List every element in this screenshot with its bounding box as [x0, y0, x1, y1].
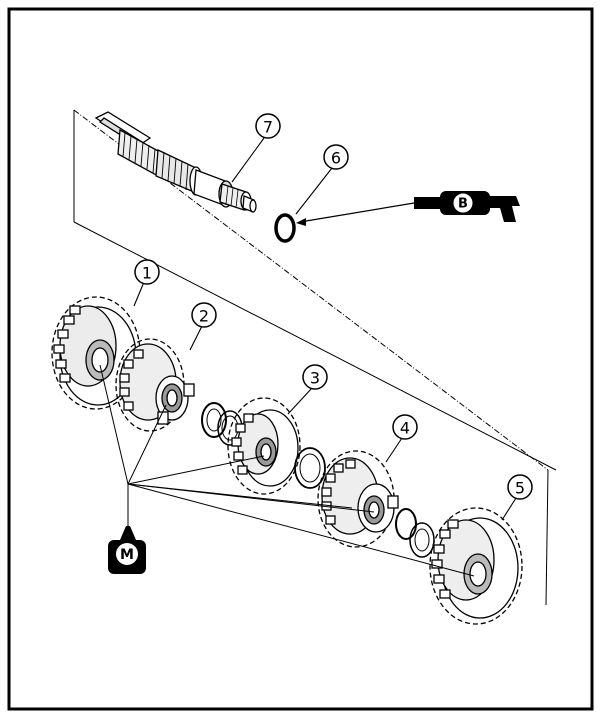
gear-1: [51, 296, 141, 410]
callout-5: 5: [507, 474, 533, 500]
washer-3: [409, 522, 435, 558]
circlip-2: [395, 508, 417, 540]
callout-3: 3: [302, 364, 328, 390]
grease-pointer-arrowhead: [296, 218, 306, 226]
main-shaft: [94, 111, 257, 213]
gear-2: [115, 338, 195, 432]
callout-label-1: 1: [142, 264, 152, 283]
callout-leaders: [133, 137, 517, 521]
callout-1: 1: [134, 259, 160, 285]
oil-symbol-badge: M: [116, 543, 138, 565]
callout-label-3: 3: [310, 369, 320, 388]
callout-4: 4: [392, 414, 418, 440]
gear-5: [429, 507, 523, 625]
callout-label-6: 6: [331, 149, 341, 168]
callout-label-5: 5: [515, 479, 525, 498]
grease-symbol-letter: B: [458, 197, 468, 212]
callout-label-4: 4: [400, 419, 410, 438]
washer-2: [294, 447, 326, 489]
gear-3: [227, 397, 301, 495]
grease-symbol-badge: B: [453, 193, 473, 213]
callout-6: 6: [323, 144, 349, 170]
oil-application-lines: [99, 364, 475, 577]
gear-4: [317, 450, 399, 548]
callout-7: 7: [255, 113, 281, 139]
o-ring: [274, 213, 296, 243]
callout-label-2: 2: [199, 307, 209, 326]
circlip-1: [201, 402, 227, 438]
oil-symbol-letter: M: [120, 547, 134, 563]
callout-label-7: 7: [263, 118, 273, 137]
grease-pointer: [299, 202, 415, 223]
callout-2: 2: [191, 302, 217, 328]
diagram-border: [7, 7, 594, 711]
